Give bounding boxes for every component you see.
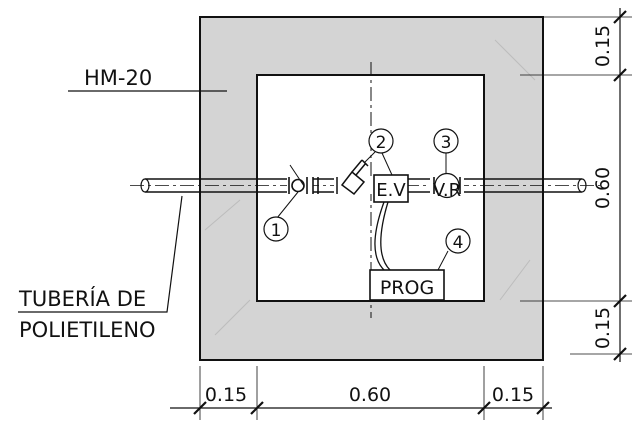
dim-right-bot: 0.15 — [592, 307, 614, 349]
callout-3: 3 — [433, 128, 459, 173]
programmer-label: PROG — [380, 277, 434, 299]
filter-icon — [334, 159, 374, 196]
callout-2: 2 — [363, 128, 394, 176]
material-leader: HM-20 — [68, 66, 227, 92]
dim-right-mid: 0.60 — [592, 167, 614, 209]
right-dimension-line — [520, 8, 632, 362]
solenoid-valve-box — [373, 174, 409, 203]
dim-bottom-mid: 0.60 — [349, 384, 391, 406]
dim-right-top: 0.15 — [592, 25, 614, 67]
solenoid-valve-label: E.V — [376, 180, 406, 201]
programmer-box — [369, 269, 445, 301]
svg-text:3: 3 — [441, 133, 452, 153]
svg-text:4: 4 — [453, 233, 464, 253]
concrete-hatch — [204, 39, 536, 336]
ball-valve-icon — [287, 164, 319, 194]
svg-text:1: 1 — [271, 221, 282, 241]
control-cable — [374, 201, 391, 271]
pipe-leader: TUBERÍA DE POLIETILENO — [18, 195, 183, 342]
dim-bottom-right: 0.15 — [492, 384, 534, 406]
pipe-label-line1: TUBERÍA DE — [18, 286, 146, 311]
bottom-dimension-line — [170, 366, 552, 420]
callout-4: 4 — [437, 228, 471, 271]
pipe-label-line2: POLIETILENO — [19, 318, 156, 342]
pressure-regulator-icon — [430, 172, 464, 199]
pressure-regulator-label: V.R — [433, 180, 461, 201]
svg-text:2: 2 — [376, 133, 387, 153]
material-label: HM-20 — [84, 66, 152, 90]
dim-bottom-left: 0.15 — [205, 384, 247, 406]
callout-1: 1 — [263, 191, 299, 242]
